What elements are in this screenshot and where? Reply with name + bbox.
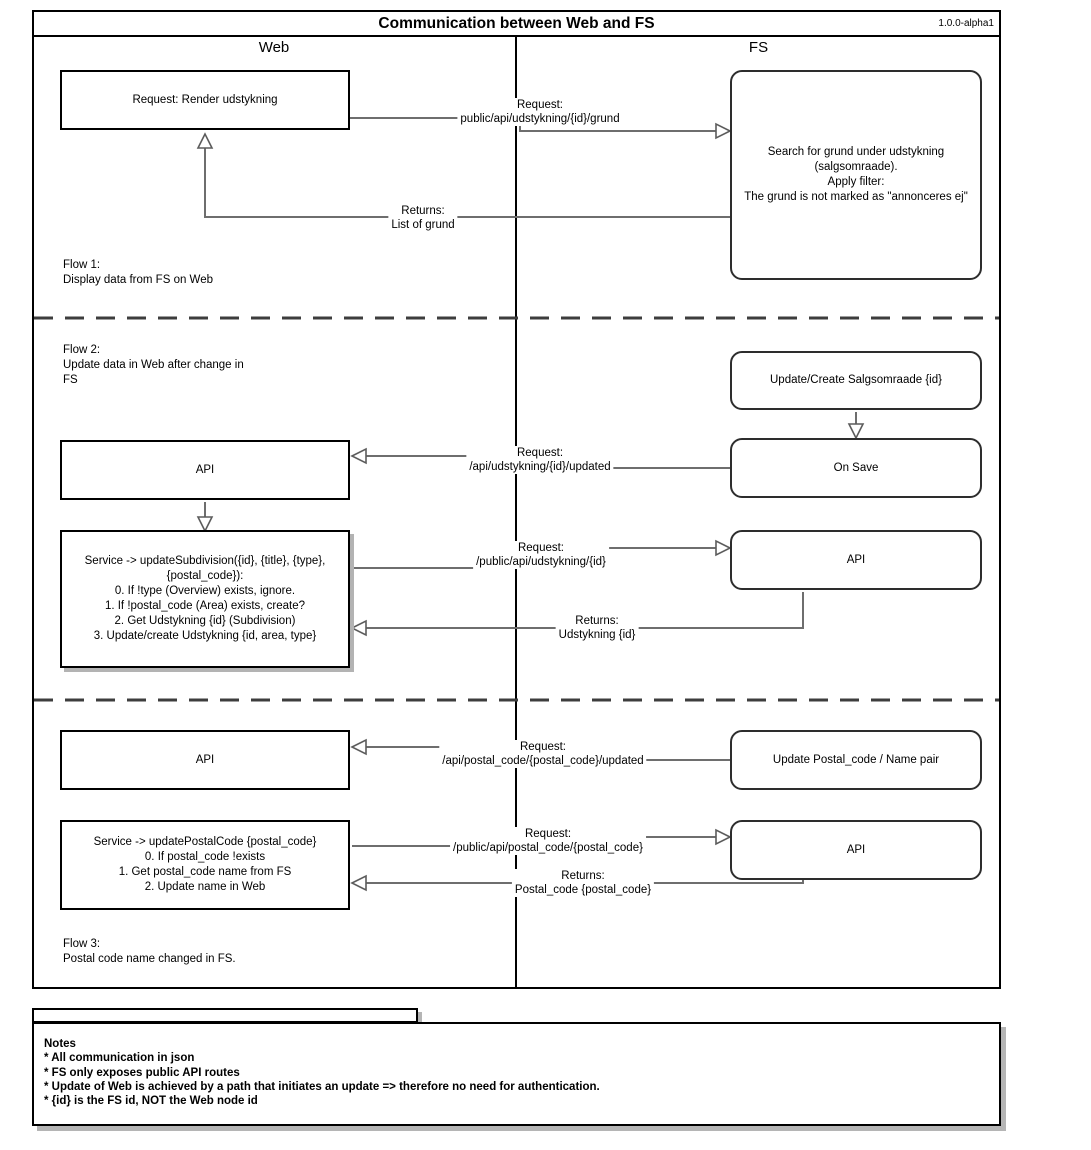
column-header-fs: FS (748, 39, 769, 56)
node-update-salgsomraade: Update/Create Salgsomraade {id} (730, 351, 982, 410)
node-service-update-subdivision: Service -> updateSubdivision({id}, {titl… (60, 530, 350, 668)
node-web-api-flow2: API (60, 440, 350, 500)
edge-label-flow2-updated: Request: /api/udstykning/{id}/updated (466, 446, 614, 474)
column-header-web: Web (258, 39, 290, 56)
edge-label-flow3-returns: Returns: Postal_code {postal_code} (511, 869, 655, 897)
flow3-note: Flow 3: Postal code name changed in FS. (63, 938, 236, 965)
node-render-request: Request: Render udstykning (60, 70, 350, 130)
notes-tab (32, 1008, 418, 1023)
edge-label-flow2-request: Request: /public/api/udstykning/{id} (473, 541, 609, 569)
node-fs-api-flow2: API (730, 530, 982, 590)
flow1-note: Flow 1: Display data from FS on Web (63, 259, 213, 286)
node-web-api-flow3: API (60, 730, 350, 790)
edge-label-flow3-updated: Request: /api/postal_code/{postal_code}/… (439, 740, 647, 768)
version-label: 1.0.0-alpha1 (938, 18, 994, 29)
node-fs-api-flow3: API (730, 820, 982, 880)
diagram-frame (32, 10, 1001, 989)
node-service-update-postal: Service -> updatePostalCode {postal_code… (60, 820, 350, 910)
diagram-title: Communication between Web and FS (378, 15, 655, 32)
notes-text: Notes * All communication in json * FS o… (44, 1038, 600, 1108)
node-update-postal-pair: Update Postal_code / Name pair (730, 730, 982, 790)
notes-box (32, 1022, 1001, 1126)
node-on-save: On Save (730, 438, 982, 498)
edge-label-flow3-request: Request: /public/api/postal_code/{postal… (450, 827, 646, 855)
flow2-note: Flow 2: Update data in Web after change … (63, 344, 244, 386)
node-search-grund: Search for grund under udstykning (salgs… (730, 70, 982, 280)
edge-label-flow1-returns: Returns: List of grund (388, 204, 458, 232)
edge-label-flow1-request: Request: public/api/udstykning/{id}/grun… (457, 98, 623, 126)
edge-label-flow2-returns: Returns: Udstykning {id} (555, 614, 639, 642)
